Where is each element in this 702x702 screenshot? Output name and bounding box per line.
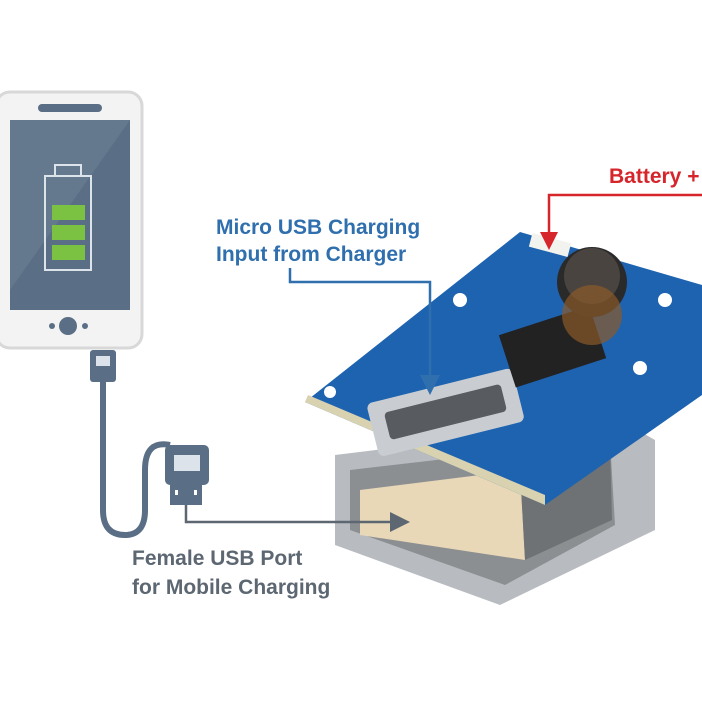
battery-level-bar [52, 205, 85, 220]
phone-icon [0, 90, 144, 350]
battery-level-bar [52, 225, 85, 240]
micro-usb-label-line1: Micro USB Charging [216, 216, 421, 239]
female-usb-pointer [184, 505, 410, 532]
battery-pointer [547, 193, 702, 236]
usb-cable-icon [90, 350, 209, 539]
female-usb-label-line1: Female USB Port [132, 547, 303, 570]
battery-arrowhead [540, 232, 558, 250]
micro-usb-pointer [288, 268, 440, 395]
micro-usb-label-line2: Input from Charger [216, 243, 407, 266]
battery-label: Battery + [609, 165, 700, 188]
battery-icon [44, 164, 92, 271]
battery-level-bar [52, 245, 85, 260]
female-usb-label-line2: for Mobile Charging [132, 576, 331, 599]
charging-module-image [305, 232, 702, 605]
